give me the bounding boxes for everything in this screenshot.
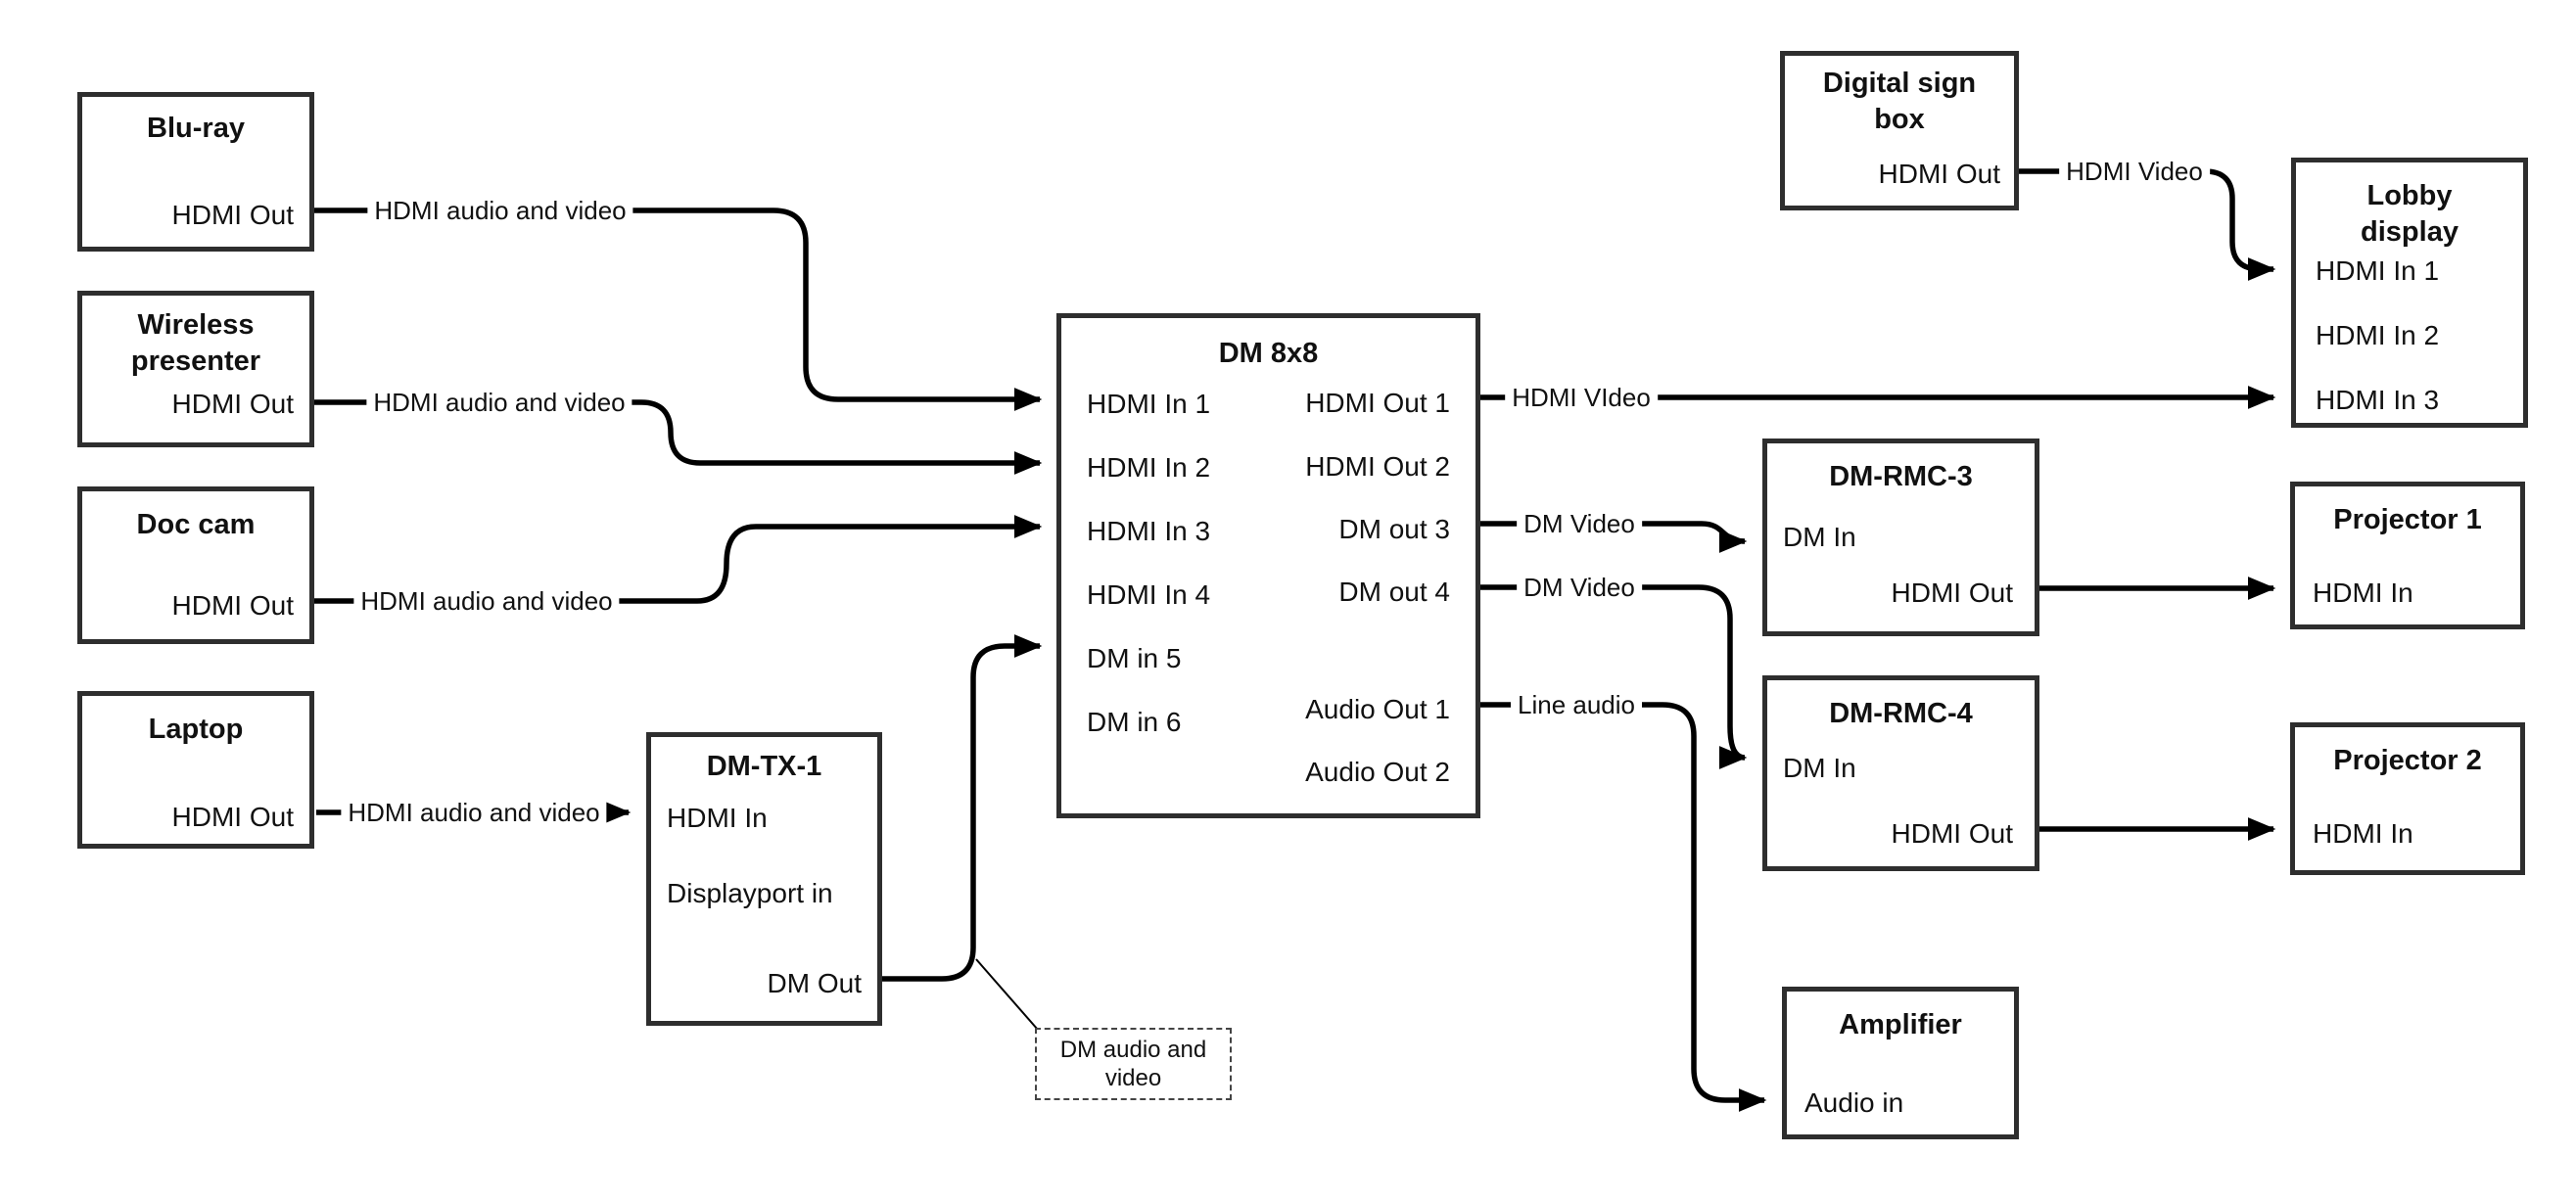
edge-dm8x8-out3-to-rmc3: [1478, 521, 1748, 553]
node-title: DM 8x8: [1218, 338, 1319, 369]
edge-dm8x8-aout1-to-amplifier: [1478, 702, 1767, 1112]
port-dmtx1-dm-out: DM Out: [767, 968, 862, 998]
port-rmc3-dm-in: DM In: [1783, 522, 1856, 552]
wire-label-doccam: HDMI audio and video: [353, 586, 620, 616]
node-wireless-presenter: Wireless presenter HDMI Out: [77, 291, 314, 447]
port-lobby-hdmi-in-2: HDMI In 2: [2316, 320, 2440, 350]
node-dm-8x8: DM 8x8 HDMI In 1 HDMI In 2 HDMI In 3 HDM…: [1056, 313, 1480, 818]
node-title: Wireless: [137, 309, 255, 341]
node-title: Digital sign: [1822, 68, 1977, 99]
node-laptop: Laptop HDMI Out: [77, 691, 314, 849]
port-wireless-hdmi-out: HDMI Out: [171, 389, 294, 419]
node-projector-1: Projector 1 HDMI In: [2290, 482, 2525, 629]
port-dm8x8-hdmi-in-1: HDMI In 1: [1087, 389, 1211, 419]
node-title: Lobby: [2366, 180, 2453, 211]
port-dmtx1-displayport-in: Displayport in: [667, 878, 833, 908]
port-dm8x8-audio-out-2: Audio Out 2: [1305, 757, 1450, 787]
port-dm8x8-dm-out-3: DM out 3: [1338, 514, 1450, 544]
node-title-line2: presenter: [130, 346, 261, 377]
node-title: Laptop: [148, 714, 244, 745]
port-proj1-hdmi-in: HDMI In: [2313, 577, 2413, 608]
port-lobby-hdmi-in-1: HDMI In 1: [2316, 255, 2440, 286]
node-title: Blu-ray: [147, 113, 245, 144]
node-digital-sign-box: Digital sign box HDMI Out: [1780, 51, 2019, 210]
edge-doccam-to-dm8x8-in3: [314, 515, 1043, 604]
port-rmc4-dm-in: DM In: [1783, 753, 1856, 783]
port-proj2-hdmi-in: HDMI In: [2313, 818, 2413, 849]
port-dm8x8-audio-out-1: Audio Out 1: [1305, 694, 1450, 724]
node-title: Amplifier: [1839, 1009, 1962, 1040]
port-dm8x8-dm-out-4: DM out 4: [1338, 577, 1450, 607]
wire-label-dm-video-3: DM Video: [1517, 509, 1642, 538]
port-dmtx1-hdmi-in: HDMI In: [667, 803, 768, 833]
wire-label-wireless: HDMI audio and video: [366, 388, 632, 417]
port-rmc3-hdmi-out: HDMI Out: [1891, 577, 2013, 608]
port-dm8x8-hdmi-in-2: HDMI In 2: [1087, 452, 1211, 483]
port-lobby-hdmi-in-3: HDMI In 3: [2316, 385, 2440, 415]
node-title: DM-RMC-3: [1829, 461, 1973, 492]
port-dm8x8-dm-in-6: DM in 6: [1087, 707, 1182, 737]
port-dm8x8-hdmi-out-1: HDMI Out 1: [1305, 388, 1450, 418]
node-title: DM-RMC-4: [1829, 698, 1973, 729]
port-doccam-hdmi-out: HDMI Out: [171, 590, 294, 621]
port-amp-audio-in: Audio in: [1804, 1087, 1904, 1118]
port-dm8x8-dm-in-5: DM in 5: [1087, 643, 1182, 673]
node-dm-rmc-4: DM-RMC-4 DM In HDMI Out: [1762, 675, 2039, 871]
edge-bluray-to-dm8x8-in1: [314, 208, 1043, 411]
node-title: Doc cam: [136, 509, 256, 540]
port-rmc4-hdmi-out: HDMI Out: [1891, 818, 2013, 849]
edge-dmtx1-to-dm8x8-in5: [880, 634, 1043, 982]
node-projector-2: Projector 2 HDMI In: [2290, 722, 2525, 875]
wire-label-dm-video-4: DM Video: [1517, 573, 1642, 602]
edge-dm8x8-out4-to-rmc4: [1478, 584, 1748, 769]
node-dm-tx-1: DM-TX-1 HDMI In Displayport in DM Out: [646, 732, 882, 1026]
edge-sign-to-lobby-in1: [2017, 168, 2276, 281]
node-title-line2: display: [2361, 216, 2459, 248]
callout-text: DM audio and video: [1059, 1037, 1207, 1091]
node-title-line2: box: [1874, 104, 1925, 135]
port-sign-hdmi-out: HDMI Out: [1878, 159, 2000, 189]
node-bluray: Blu-ray HDMI Out: [77, 92, 314, 252]
node-title: Projector 2: [2333, 745, 2482, 776]
callout-dm-audio-video: DM audio and video: [1035, 1028, 1232, 1100]
port-dm8x8-hdmi-in-3: HDMI In 3: [1087, 516, 1211, 546]
node-lobby-display: Lobby display HDMI In 1 HDMI In 2 HDMI I…: [2291, 158, 2528, 428]
wire-label-bluray: HDMI audio and video: [367, 196, 633, 225]
port-laptop-hdmi-out: HDMI Out: [171, 802, 294, 832]
port-dm8x8-hdmi-out-2: HDMI Out 2: [1305, 451, 1450, 482]
wire-label-sign-hdmi-video: HDMI Video: [2059, 157, 2210, 186]
port-dm8x8-hdmi-in-4: HDMI In 4: [1087, 579, 1211, 610]
port-bluray-hdmi-out: HDMI Out: [171, 200, 294, 230]
callout-leader-line: [975, 958, 1039, 1031]
node-title: Projector 1: [2333, 504, 2482, 535]
wire-label-laptop: HDMI audio and video: [341, 798, 607, 827]
node-title: DM-TX-1: [706, 751, 822, 782]
edge-wireless-to-dm8x8-in2: [314, 399, 1043, 475]
wire-label-hdmi-video-out1: HDMI VIdeo: [1505, 383, 1658, 412]
wire-label-line-audio: Line audio: [1511, 690, 1642, 719]
node-doc-cam: Doc cam HDMI Out: [77, 486, 314, 644]
node-amplifier: Amplifier Audio in: [1782, 987, 2019, 1139]
node-dm-rmc-3: DM-RMC-3 DM In HDMI Out: [1762, 439, 2039, 636]
